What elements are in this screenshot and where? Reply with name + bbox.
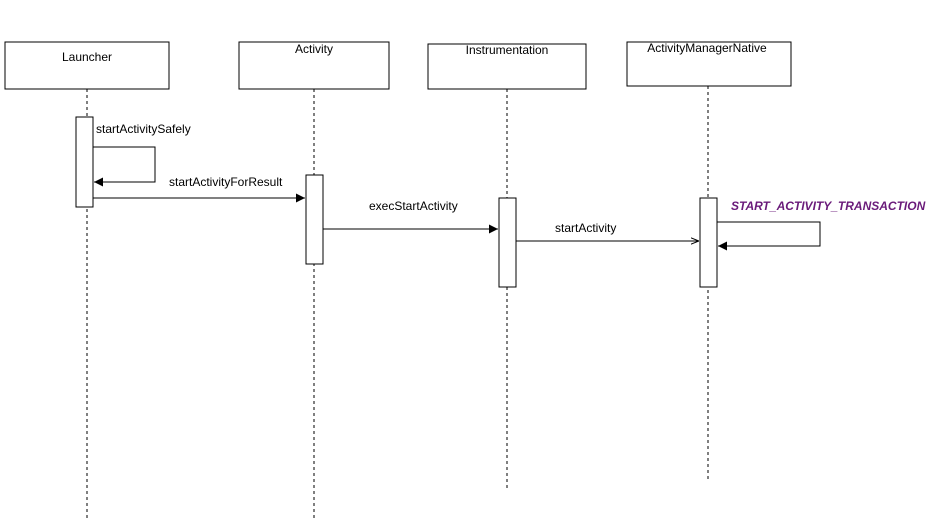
message-exec-start-activity: execStartActivity [323, 199, 498, 234]
activation-launcher [75, 116, 94, 208]
participant-instrumentation: Instrumentation [427, 43, 587, 90]
participant-activity: Activity [238, 41, 390, 90]
participant-activity-manager-native: ActivityManagerNative [626, 41, 792, 87]
message-start-activity-label: startActivity [555, 221, 616, 235]
message-start-activity-transaction-arrow [717, 221, 821, 251]
message-exec-start-activity-label: execStartActivity [369, 199, 458, 213]
participant-activity-label: Activity [295, 42, 333, 56]
activation-activity-manager-native [699, 197, 718, 288]
activation-activity [305, 174, 324, 265]
message-start-activity: startActivity [516, 221, 699, 241]
message-start-activity-safely-label: startActivitySafely [96, 122, 191, 136]
message-start-activity-for-result-label: startActivityForResult [169, 175, 283, 189]
message-start-activity-for-result: startActivityForResult [93, 175, 305, 203]
message-start-activity-transaction: START_ACTIVITY_TRANSACTION [717, 199, 926, 251]
participant-activity-manager-native-label: ActivityManagerNative [647, 41, 767, 55]
message-start-activity-safely: startActivitySafely [93, 122, 191, 187]
activation-instrumentation [498, 197, 517, 288]
participant-launcher-label: Launcher [62, 50, 112, 64]
message-start-activity-safely-arrow [93, 146, 156, 187]
message-start-activity-transaction-label: START_ACTIVITY_TRANSACTION [731, 199, 926, 213]
participant-launcher: Launcher [4, 41, 170, 90]
participant-instrumentation-label: Instrumentation [466, 43, 549, 57]
